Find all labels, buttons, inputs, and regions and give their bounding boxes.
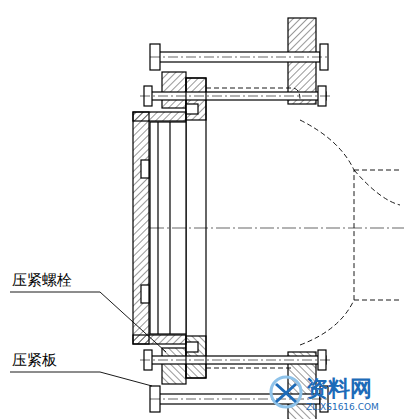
part-label: 压紧板 (12, 351, 57, 370)
watermark: 资料网 (306, 374, 372, 404)
watermark: ZL.XS1616.COM (306, 402, 379, 412)
part-label: 压紧螺栓 (12, 271, 72, 290)
